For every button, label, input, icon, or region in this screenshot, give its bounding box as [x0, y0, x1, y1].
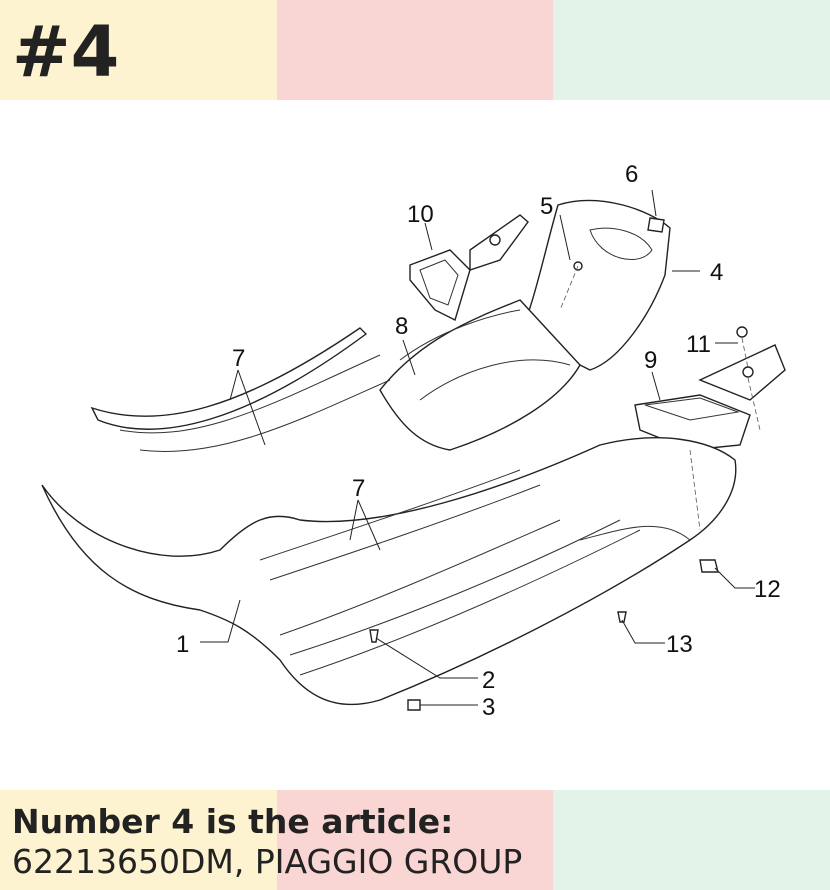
part-10-footrest	[409, 249, 471, 321]
callout-3: 3	[482, 694, 495, 721]
callout-2: 2	[482, 667, 495, 694]
part-8-tunnel	[379, 299, 581, 451]
callout-12: 12	[754, 576, 781, 603]
part-2-screw	[369, 629, 379, 643]
part-6-clip	[647, 217, 665, 233]
callout-7a: 7	[232, 345, 245, 372]
band-segment-yellow	[0, 790, 277, 890]
callout-4: 4	[710, 259, 723, 286]
band-segment-pink	[276, 0, 554, 100]
exploded-parts-diagram: 1 2 3 4 5 6 7 7 8 9 10 11 12 13	[41, 161, 786, 721]
callout-11: 11	[686, 331, 711, 358]
part-1-floor	[41, 437, 737, 706]
callout-13: 13	[666, 631, 693, 658]
band-segment-mint	[553, 790, 830, 890]
part-3-clip	[407, 699, 421, 711]
part-4-panel	[519, 199, 671, 371]
article-number: 62213650DM, PIAGGIO GROUP	[12, 842, 523, 881]
callout-5: 5	[540, 193, 553, 220]
part-9-footrest	[634, 394, 751, 451]
callout-7b: 7	[352, 475, 365, 502]
part-12-clip	[699, 559, 719, 573]
callout-1: 1	[176, 631, 189, 658]
article-caption: Number 4 is the article:	[12, 802, 454, 841]
header-band	[0, 0, 830, 100]
callout-10: 10	[407, 201, 434, 228]
part-number-heading: #4	[12, 11, 120, 93]
callout-6: 6	[625, 161, 638, 188]
footer-band	[0, 790, 830, 890]
band-segment-yellow	[0, 0, 277, 100]
band-segment-mint	[553, 0, 830, 100]
callout-8: 8	[395, 313, 408, 340]
band-segment-pink	[276, 790, 554, 890]
part-13-screw	[617, 611, 627, 623]
part-11-bolt	[736, 326, 748, 338]
callout-9: 9	[644, 347, 657, 374]
part-7-strip-upper	[90, 327, 368, 430]
